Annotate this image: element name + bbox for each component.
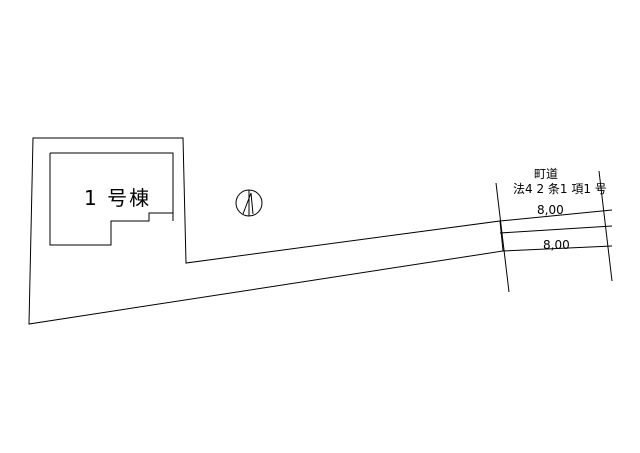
building-label: 1 号棟: [84, 186, 151, 210]
road-edge-lower: [502, 245, 613, 252]
road-crossline-right: [598, 170, 613, 282]
building-outline: [49, 152, 174, 246]
north-arrow-icon: [235, 189, 263, 217]
road-crossline-left: [495, 182, 510, 293]
road-edge-upper: [499, 209, 613, 222]
road-width-upper: 8,00: [537, 203, 564, 217]
road-name: 町道: [534, 167, 558, 181]
lot-boundary: [28, 137, 504, 325]
road-centerline: [499, 225, 613, 234]
road-width-lower: 8,00: [543, 238, 570, 252]
road-legal-basis: 法4 2 条1 項1 号: [513, 182, 607, 196]
